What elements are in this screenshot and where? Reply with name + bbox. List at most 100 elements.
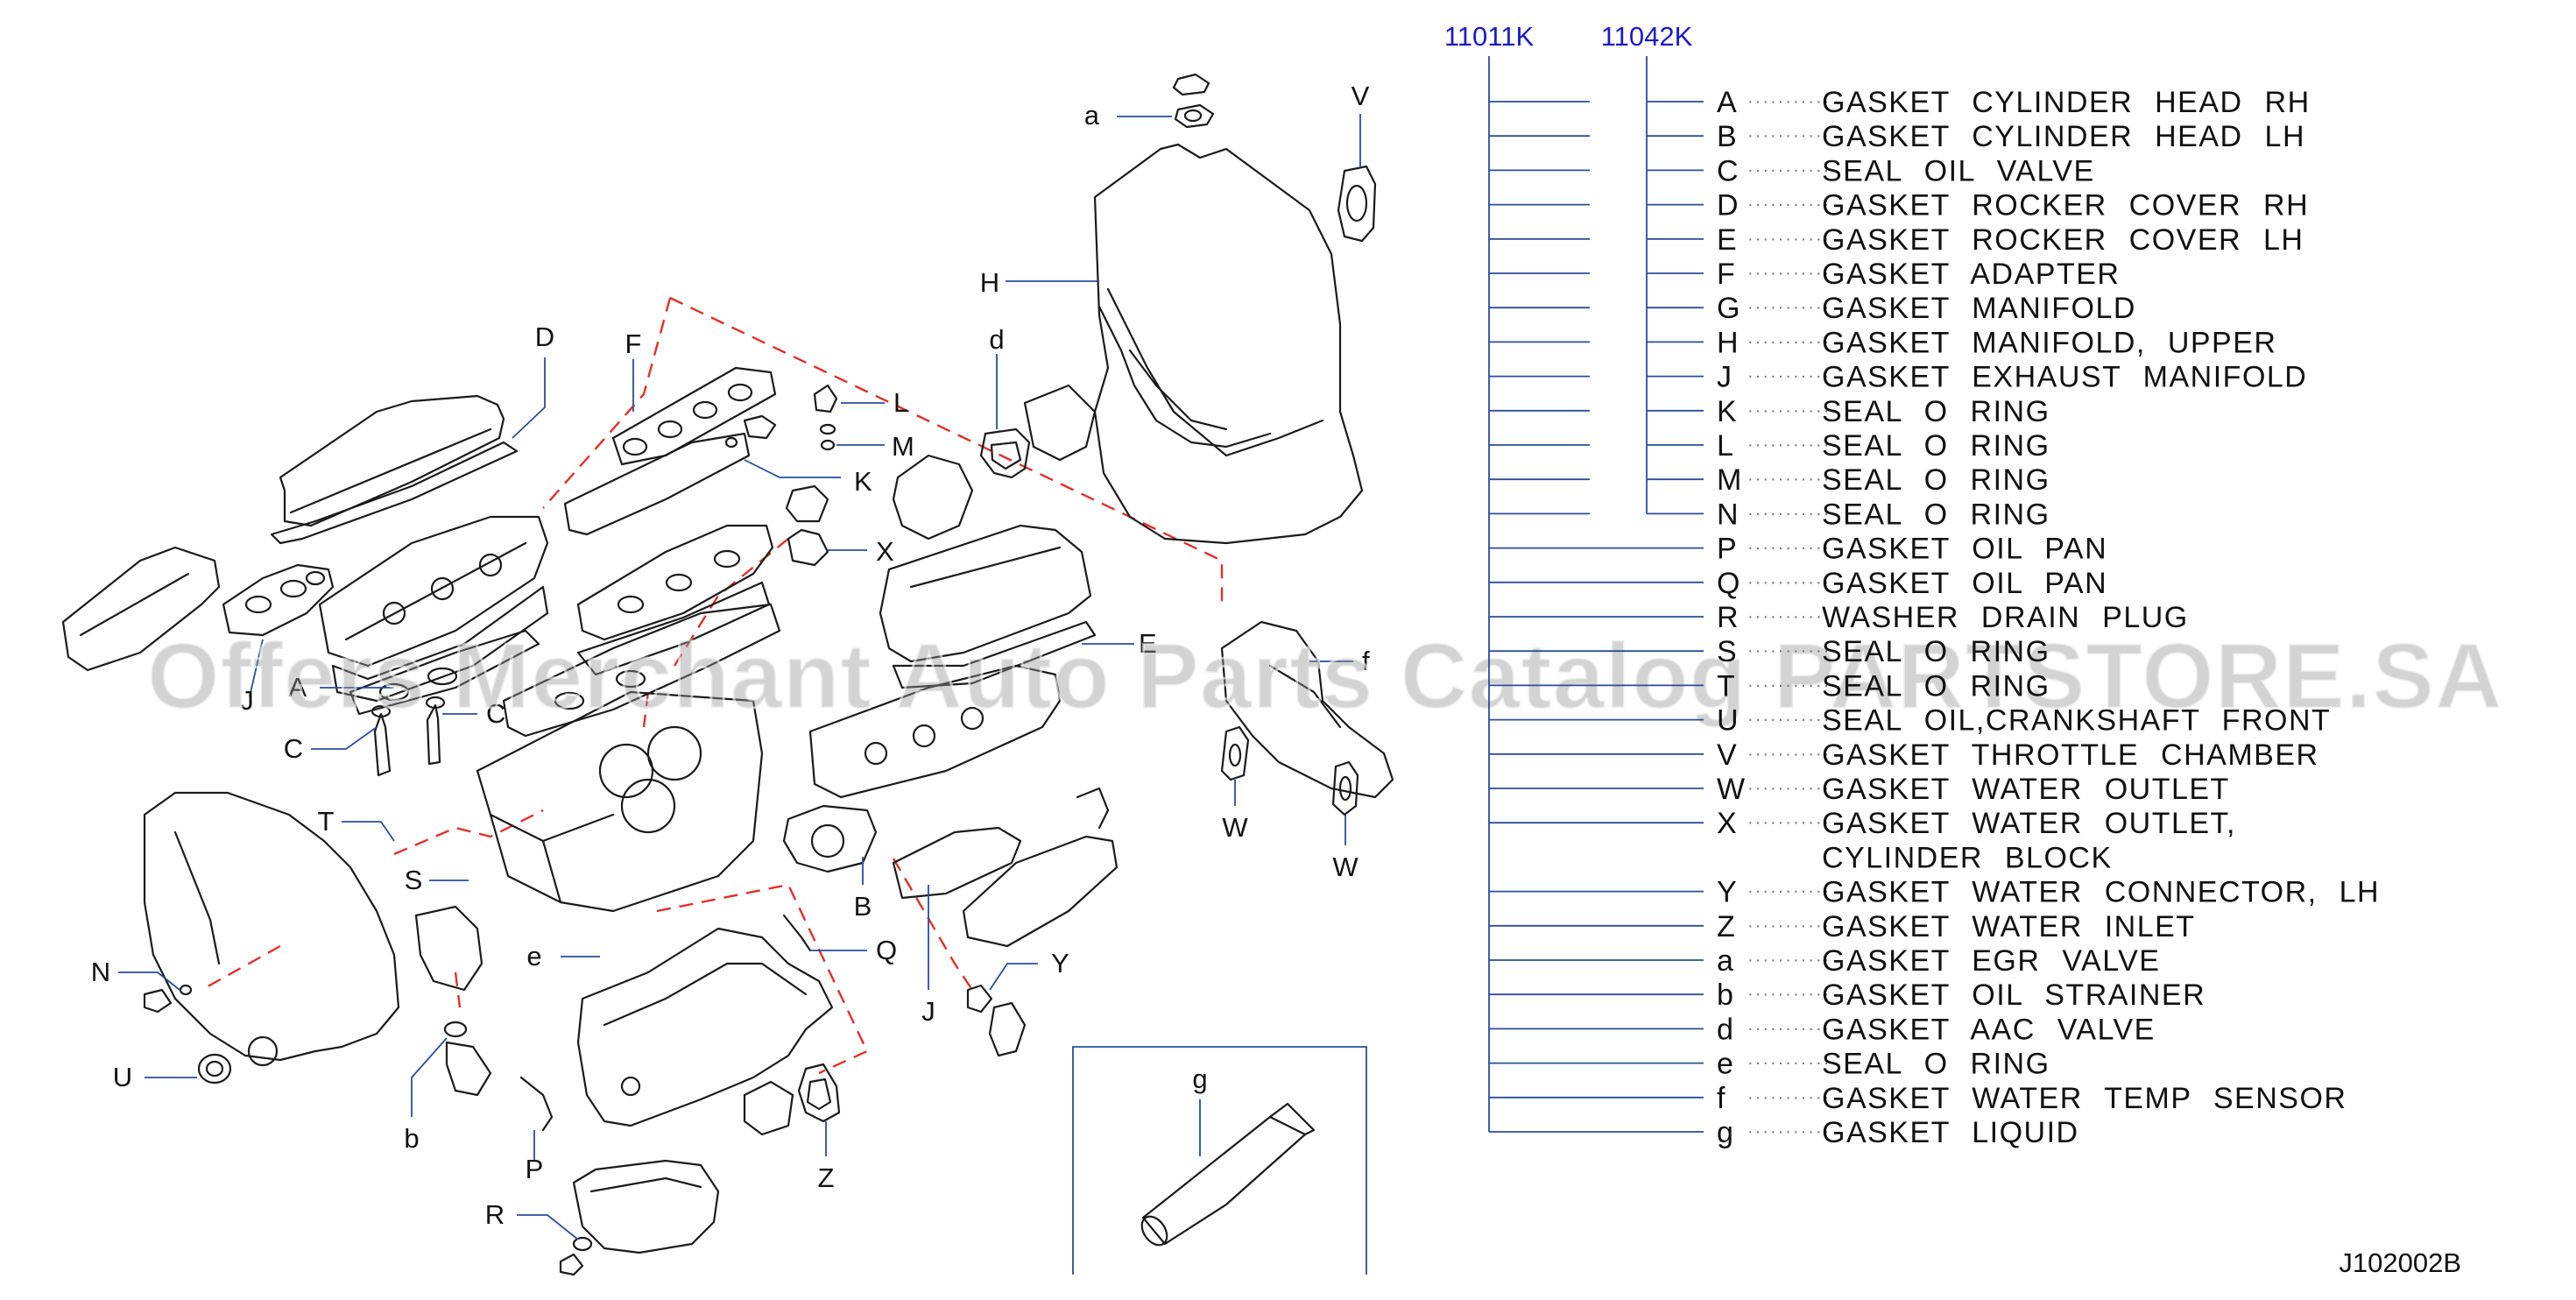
callout-B: B (854, 857, 872, 922)
legend-description: SEAL O RING (1822, 669, 2050, 703)
legend-code: M (1717, 463, 1741, 497)
callout-F: F (625, 329, 641, 412)
svg-text:S: S (405, 865, 423, 895)
legend-description: GASKET WATER CONNECTOR, LH (1822, 876, 2380, 909)
diagram-reference-code: J102002B (2339, 1247, 2461, 1278)
svg-text:f: f (1362, 646, 1370, 676)
svg-text:T: T (318, 806, 335, 837)
svg-text:Y: Y (1051, 948, 1069, 979)
legend-code: g (1717, 1116, 1733, 1149)
legend-description: GASKET THROTTLE CHAMBER (1822, 738, 2319, 772)
leader-dots: ··········· (1747, 195, 1831, 215)
legend-description: GASKET EGR VALVE (1822, 944, 2160, 978)
svg-text:g: g (1192, 1063, 1207, 1094)
callout-R: R (485, 1199, 579, 1240)
legend-code: D (1717, 189, 1739, 223)
legend-row: N···········SEAL O RING (1717, 498, 2050, 531)
callout-N: N (91, 957, 180, 991)
svg-text:U: U (113, 1062, 132, 1092)
legend-code: V (1717, 738, 1737, 772)
leader-dots: ··········· (1747, 470, 1831, 489)
legend-row: F···········GASKET ADAPTER (1717, 258, 2119, 291)
water-connector-lh (966, 984, 1027, 1057)
callout-H: H (980, 267, 1099, 298)
callouts: a V H d D F L M (91, 81, 1370, 1240)
legend-code: Z (1717, 910, 1735, 943)
water-inlet-gasket (797, 1063, 841, 1123)
leader-dots: ··········· (1747, 264, 1831, 283)
rocker-cover-lh (879, 524, 1097, 689)
svg-text:C: C (486, 698, 505, 729)
legend-row: a···········GASKET EGR VALVE (1717, 944, 2160, 978)
legend-code: E (1717, 223, 1737, 257)
leader-dots: ··········· (1747, 504, 1831, 523)
legend-code: b (1717, 979, 1733, 1012)
callout-A: A (288, 672, 394, 703)
leader-dots: ··········· (1747, 641, 1831, 661)
legend-description: GASKET WATER TEMP SENSOR (1822, 1082, 2347, 1115)
callout-b: b (404, 1037, 448, 1154)
leader-dots: ··········· (1747, 1088, 1831, 1107)
legend-description: GASKET OIL PAN (1822, 567, 2107, 600)
leader-dots: ··········· (1747, 1019, 1831, 1038)
legend-row: X···········GASKET WATER OUTLET,CYLINDER… (1717, 807, 2235, 874)
leader-dots: ··········· (1747, 401, 1831, 420)
leader-dots: ··········· (1747, 779, 1831, 798)
legend-description: SEAL O RING (1822, 635, 2050, 668)
leader-dots: ··········· (1747, 710, 1831, 730)
legend-code: G (1717, 292, 1740, 325)
leader-dots: ··········· (1747, 539, 1831, 558)
legend-description: GASKET ROCKER COVER LH (1822, 223, 2304, 257)
legend-row: R···········WASHER DRAIN PLUG (1717, 601, 2187, 634)
leader-dots: ··········· (1747, 745, 1831, 764)
legend-description: SEAL O RING (1822, 395, 2050, 428)
legend-description: SEAL O RING (1822, 498, 2050, 531)
leader-dots: ··········· (1747, 882, 1831, 901)
callout-Y: Y (989, 948, 1069, 991)
legend-code: Q (1717, 567, 1740, 600)
legend-description: GASKET MANIFOLD (1822, 292, 2136, 325)
callout-D: D (512, 321, 554, 439)
intake-runner-left (61, 546, 221, 672)
legend-row: d···········GASKET AAC VALVE (1717, 1013, 2154, 1046)
callout-P: P (526, 1130, 543, 1184)
legend-description: GASKET WATER OUTLET (1822, 773, 2230, 806)
svg-text:C: C (284, 733, 303, 764)
leader-dots: ··········· (1747, 367, 1831, 386)
legend-description: GASKET OIL PAN (1822, 533, 2107, 566)
callout-d: d (989, 324, 1005, 429)
svg-text:M: M (892, 431, 914, 462)
cylinder-head-gasket-lh (502, 603, 781, 738)
legend-description: SEAL O RING (1822, 1048, 2050, 1081)
svg-text:D: D (535, 321, 554, 352)
egr-valve-gasket (1172, 73, 1215, 129)
legend-row: L···········SEAL O RING (1717, 429, 2049, 463)
leader-dots: ··········· (1747, 126, 1831, 145)
callout-C-top: C (442, 698, 505, 729)
legend-row: D···········GASKET ROCKER COVER RH (1717, 189, 2308, 223)
legend-code: C (1717, 154, 1739, 187)
svg-text:A: A (288, 672, 307, 703)
legend-code: R (1717, 601, 1739, 634)
parts-illustration (61, 73, 1394, 1276)
legend-tree-lines (1488, 56, 1704, 1133)
callout-e: e (526, 941, 600, 971)
svg-text:E: E (1139, 628, 1157, 659)
callout-W-left: W (1222, 780, 1248, 843)
cylinder-head-rh (318, 515, 549, 703)
leader-dots: ··········· (1747, 950, 1831, 970)
legend-row: T···········SEAL O RING (1717, 669, 2050, 703)
legend-row: V ···········GASKET THROTTLE CHAMBER (1717, 738, 2319, 772)
manifold-adapter-gasket (563, 366, 777, 536)
o-ring-seal-n (143, 984, 193, 1014)
svg-text:R: R (485, 1199, 505, 1230)
legend-row: J···········GASKET EXHAUST MANIFOLD (1717, 361, 2306, 394)
water-outlet-gasket-w1 (1220, 725, 1250, 781)
callout-J-left: J (240, 639, 264, 716)
rocker-cover-rh (270, 394, 519, 545)
callout-f: f (1309, 646, 1370, 676)
intake-collector (892, 384, 1097, 540)
legend-code: e (1717, 1048, 1733, 1081)
legend-rows: A···········GASKET CYLINDER HEAD RHB····… (1717, 86, 2380, 1149)
legend-code: Y (1717, 876, 1737, 909)
